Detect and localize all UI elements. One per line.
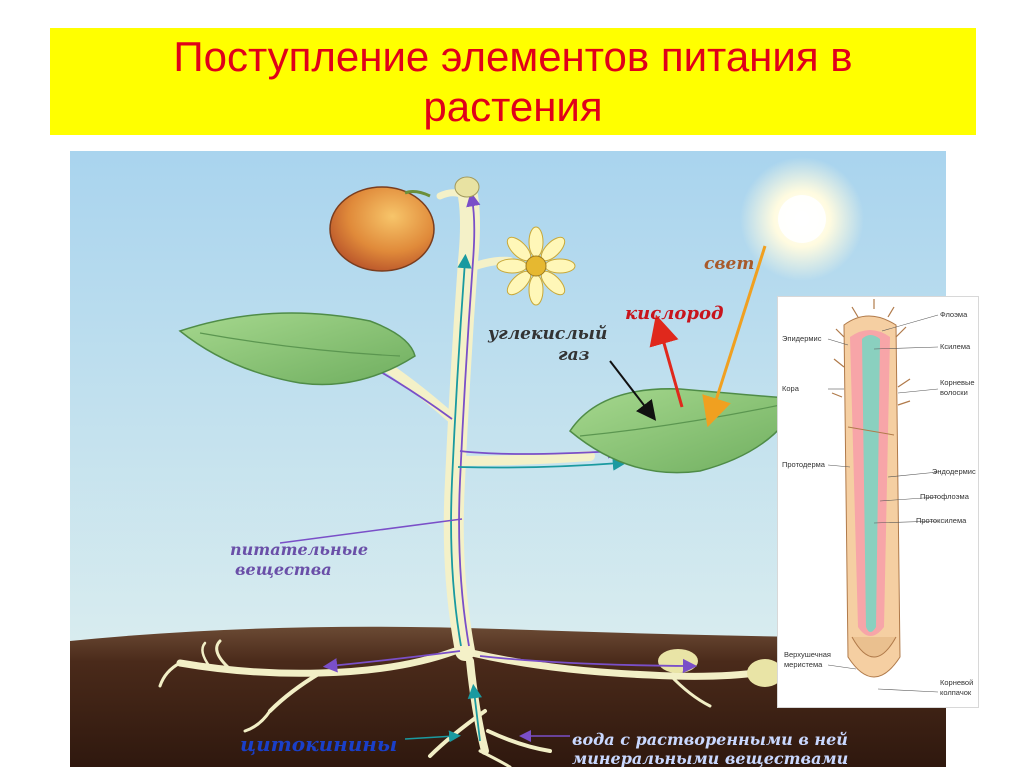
oxygen-label: кислород bbox=[625, 303, 724, 324]
light-label: свет bbox=[704, 254, 754, 274]
co2-arrow bbox=[609, 360, 657, 421]
root-nodule bbox=[658, 649, 698, 673]
label-protofloema: Протофлоэма bbox=[920, 492, 970, 501]
bud bbox=[454, 176, 480, 198]
light-arrow bbox=[702, 245, 767, 428]
label-root-hairs: Корневые bbox=[940, 378, 975, 387]
co2-label-2: газ bbox=[558, 345, 590, 365]
soil bbox=[70, 626, 946, 767]
nutrients-label: питательные bbox=[230, 540, 368, 559]
flower-icon bbox=[496, 226, 576, 306]
nutrients-label-2: вещества bbox=[235, 560, 332, 579]
title-banner: Поступление элементов питания в растения bbox=[50, 28, 976, 135]
root-cross-section bbox=[831, 299, 911, 678]
label-protoderma: Протодерма bbox=[782, 460, 826, 469]
label-meristem-2: меристема bbox=[784, 660, 823, 669]
label-meristem: Верхушечная bbox=[784, 650, 831, 659]
label-root-cap-2: колпачок bbox=[940, 688, 972, 697]
label-floema: Флоэма bbox=[940, 310, 968, 319]
water-label: вода с растворенными в ней bbox=[572, 730, 848, 749]
label-kora: Кора bbox=[782, 384, 800, 393]
oxygen-arrow bbox=[649, 314, 684, 408]
cytokinins-arrow bbox=[404, 730, 461, 743]
root-structure-inset: Эпидермис Кора Протодерма Верхушечная ме… bbox=[777, 296, 979, 708]
label-root-hairs-2: волоски bbox=[940, 388, 968, 397]
cytokinins-label: цитокинины bbox=[240, 732, 397, 756]
label-root-cap: Корневой bbox=[940, 678, 973, 687]
label-epidermis: Эпидермис bbox=[782, 334, 822, 343]
left-leaf bbox=[178, 312, 416, 386]
label-endodermis: Эндодермис bbox=[932, 467, 976, 476]
label-protoksilema: Протоксилема bbox=[916, 516, 967, 525]
co2-label: углекислый bbox=[487, 324, 607, 344]
fruit bbox=[329, 186, 435, 272]
root-nodule bbox=[747, 659, 783, 687]
nutrients-pointer bbox=[279, 518, 463, 544]
page-title: Поступление элементов питания в растения bbox=[173, 32, 853, 130]
label-ksilema: Ксилема bbox=[940, 342, 971, 351]
water-label-2: минеральными веществами bbox=[572, 749, 848, 767]
